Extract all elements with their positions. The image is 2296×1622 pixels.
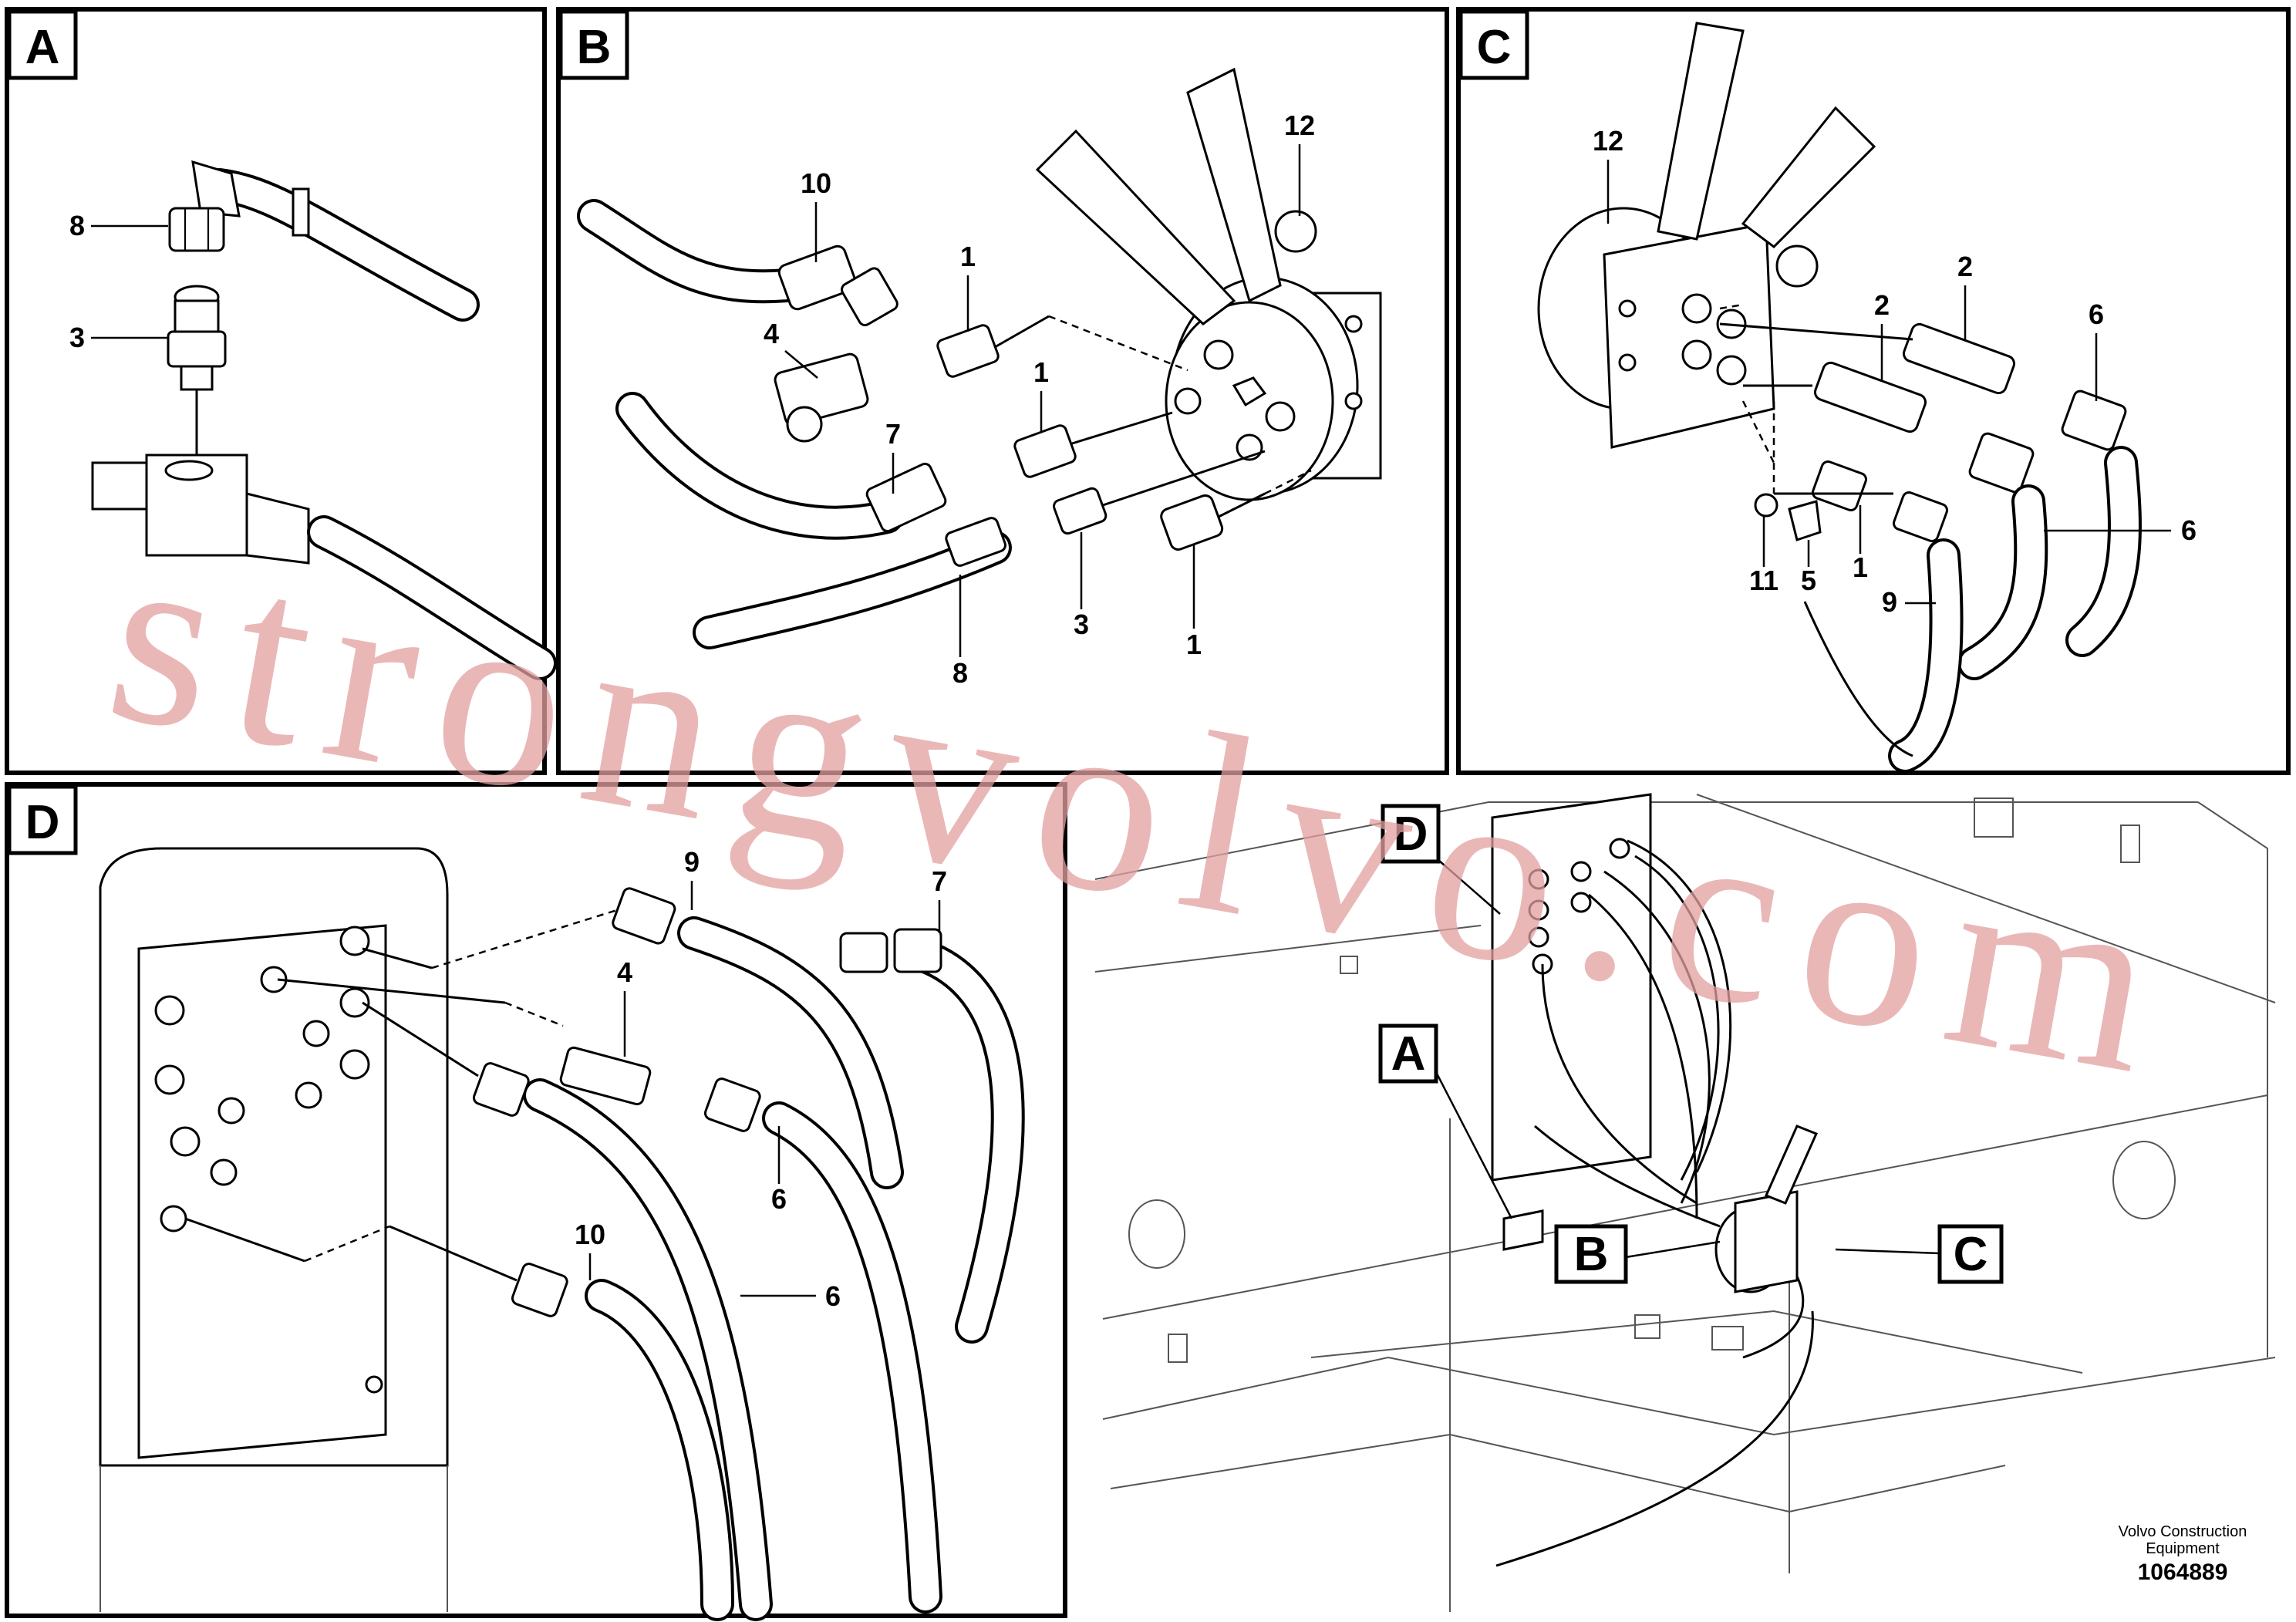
overview-tag-d: D <box>1394 808 1428 861</box>
callout-10-b: 10 <box>801 167 831 199</box>
callout-8-b: 8 <box>952 657 968 689</box>
panel-c-tag-box <box>1458 9 1529 80</box>
fittings-c <box>1754 322 2127 542</box>
panel-b-tag-box <box>558 9 629 80</box>
callout-4-d: 4 <box>617 956 632 988</box>
panel-b: B <box>556 7 1449 775</box>
overview-tag-d-box <box>1381 804 1441 864</box>
callout-12-c: 12 <box>1593 125 1623 157</box>
document-number: 1064889 <box>2138 1560 2228 1585</box>
panel-c: C <box>1456 7 2291 775</box>
callout-5-c: 5 <box>1801 565 1816 596</box>
panel-a-frame <box>5 7 547 775</box>
callout-2-c-right: 2 <box>1957 251 1973 282</box>
callout-10-d: 10 <box>575 1219 605 1250</box>
callout-9-c: 9 <box>1882 586 1897 618</box>
panel-a-tag-box <box>7 9 78 80</box>
fittings-b <box>774 244 1224 567</box>
overview-tag-a-box <box>1378 1023 1438 1084</box>
callout-9-d: 9 <box>684 846 700 878</box>
callout-8-a: 8 <box>69 210 85 241</box>
overview-tag-c: C <box>1954 1228 1988 1281</box>
callout-6-d-lower: 6 <box>825 1280 841 1312</box>
callout-1-b-bottom: 1 <box>1186 629 1202 660</box>
callout-2-c-left: 2 <box>1874 289 1890 321</box>
fittings-d <box>472 887 942 1317</box>
callout-3-a: 3 <box>69 322 85 353</box>
brand-line-2: Equipment <box>2146 1540 2220 1557</box>
brand-line-1: Volvo Construction <box>2119 1523 2247 1540</box>
hose-a-top <box>191 160 480 322</box>
panel-a: A 8 <box>5 7 557 775</box>
callout-11-c: 11 <box>1749 565 1778 596</box>
control-valve-b <box>1035 67 1382 501</box>
hoses-b <box>577 199 1012 649</box>
nut-8-a <box>168 207 225 252</box>
callout-12-b: 12 <box>1284 110 1315 141</box>
overview-tag-c-box <box>1937 1224 2004 1284</box>
callout-3-b: 3 <box>1074 609 1089 640</box>
tee-block-a <box>91 454 557 680</box>
overview-tag-b-box <box>1554 1224 1628 1284</box>
callout-6-d-center: 6 <box>771 1183 787 1215</box>
panel-d: D <box>5 782 1067 1621</box>
panel-a-tag: A <box>25 21 60 74</box>
overview-tag-b: B <box>1574 1228 1609 1281</box>
hoses-d <box>523 916 1025 1621</box>
overview-tag-a: A <box>1391 1027 1426 1081</box>
mounting-plate-d <box>99 847 449 1612</box>
panel-c-tag: C <box>1477 21 1512 74</box>
callout-1-b-mid: 1 <box>1033 356 1049 388</box>
callout-7-b: 7 <box>885 418 901 450</box>
panel-d-tag-box <box>7 784 78 855</box>
panel-d-tag: D <box>25 796 60 849</box>
overview-machine: D A B C <box>1094 793 2276 1612</box>
control-valve-c <box>1537 22 1876 449</box>
callout-1-b-top: 1 <box>960 241 976 272</box>
callout-1-c: 1 <box>1853 551 1868 583</box>
callout-6-c-top: 6 <box>2089 298 2104 330</box>
panel-b-tag: B <box>577 21 612 74</box>
hoses-c <box>1803 446 2142 773</box>
callout-4-b: 4 <box>764 318 779 349</box>
callout-7-d: 7 <box>932 865 947 897</box>
callout-6-c-right: 6 <box>2181 514 2197 546</box>
